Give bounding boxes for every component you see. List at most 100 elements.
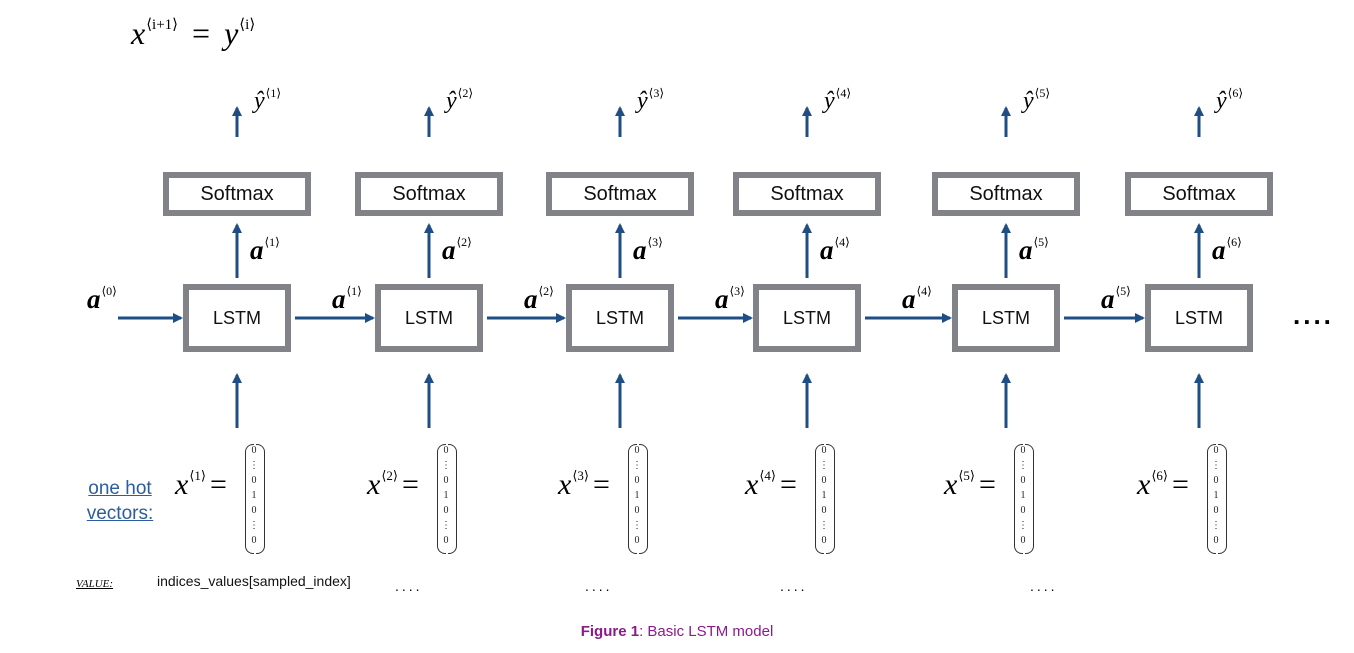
x-base: x [1137,468,1151,501]
vector-entry: ⋮ [632,460,642,471]
yhat-sup: ⟨3⟩ [648,86,665,100]
x-base: x [745,468,759,501]
eq-lhs: x [131,15,146,51]
vector-entry: 0 [251,445,257,456]
value-ellipsis: .... [780,578,808,594]
softmax-box: Softmax [163,172,311,216]
x-sup: ⟨2⟩ [381,468,398,483]
vector-entry: 1 [634,490,640,501]
eq-rhs-sup: ⟨i⟩ [239,17,256,33]
vector-entry: ⋮ [819,460,829,471]
x-sup: ⟨3⟩ [572,468,589,483]
vector-entry: 0 [821,475,827,486]
vector-entry: ⋮ [1211,460,1221,471]
yhat-base: ŷ [637,88,648,114]
x-base: x [175,468,189,501]
x-equals: = [779,468,797,501]
lstm-box: LSTM [375,284,483,352]
yhat-sup: ⟨4⟩ [835,86,852,100]
vector-left-paren [628,444,637,554]
one-hot-label-line1: one hot [88,478,152,499]
lstm-box: LSTM [952,284,1060,352]
softmax-box: Softmax [355,172,503,216]
vector-left-paren [1207,444,1216,554]
vector-entry: 0 [443,535,449,546]
value-ellipsis: .... [585,578,613,594]
vector-left-paren [1014,444,1023,554]
x-equals: = [978,468,996,501]
a-up-sup: ⟨5⟩ [1033,235,1049,249]
vector-entry: ⋮ [1018,520,1028,531]
vector-left-paren [245,444,254,554]
x-sup: ⟨5⟩ [958,468,975,483]
vector-entry: ⋮ [632,520,642,531]
a-in-base: a [524,284,538,314]
a-up-sup: ⟨1⟩ [264,235,280,249]
yhat-label: ŷ⟨1⟩ [254,86,281,115]
value-ellipsis: .... [1030,578,1058,594]
x-equals: = [401,468,419,501]
vector-entry: ⋮ [819,520,829,531]
vector-entry: ⋮ [249,520,259,531]
x-equals: = [592,468,610,501]
value-label: VALUE: [76,578,114,590]
vector-entry: 1 [443,490,449,501]
a-in-label: a⟨0⟩ [87,284,117,315]
a-in-label: a⟨1⟩ [332,284,362,315]
caption-prefix: Figure 1 [580,623,640,640]
a-in-sup: ⟨0⟩ [101,284,117,298]
lstm-box: LSTM [753,284,861,352]
yhat-sup: ⟨5⟩ [1034,86,1051,100]
value-first: indices_values[sampled_index] [157,573,351,589]
a-in-base: a [715,284,729,314]
a-up-label: a⟨5⟩ [1019,235,1049,266]
vector-entry: 0 [1020,445,1026,456]
vector-entry: ⋮ [441,520,451,531]
softmax-box: Softmax [733,172,881,216]
vector-entry: 0 [634,505,640,516]
vector-entry: 1 [1020,490,1026,501]
vector-entry: 0 [634,475,640,486]
x-base: x [944,468,958,501]
x-equals: = [1171,468,1189,501]
a-up-base: a [1019,235,1033,265]
caption-text: : Basic LSTM model [639,623,774,640]
vector-entry: 0 [1213,505,1219,516]
vector-entry: 0 [251,475,257,486]
vector-entry: 0 [443,475,449,486]
vector-entry: ⋮ [441,460,451,471]
yhat-base: ŷ [1023,88,1034,114]
a-up-base: a [633,235,647,265]
vector-entry: ⋮ [1211,520,1221,531]
one-hot-vectors-link[interactable]: one hot vectors: [70,476,170,526]
yhat-sup: ⟨2⟩ [457,86,474,100]
vector-left-paren [815,444,824,554]
eq-equals: = [192,15,211,51]
a-in-sup: ⟨4⟩ [916,284,932,298]
vector-entry: 0 [1020,475,1026,486]
x-equation: x⟨1⟩= [175,468,227,502]
softmax-box: Softmax [1125,172,1273,216]
vector-entry: 0 [1213,475,1219,486]
a-in-label: a⟨5⟩ [1101,284,1131,315]
a-up-sup: ⟨6⟩ [1226,235,1242,249]
continuation-dots: .... [1293,300,1334,330]
x-sup: ⟨4⟩ [759,468,776,483]
eq-lhs-sup: ⟨i+1⟩ [146,17,179,33]
softmax-box: Softmax [546,172,694,216]
yhat-label: ŷ⟨4⟩ [824,86,852,115]
vector-entry: 0 [634,445,640,456]
a-up-label: a⟨3⟩ [633,235,663,266]
x-sup: ⟨6⟩ [1151,468,1168,483]
a-in-base: a [1101,284,1115,314]
a-in-base: a [87,284,101,314]
a-in-base: a [902,284,916,314]
value-ellipsis: .... [395,578,423,594]
a-in-sup: ⟨2⟩ [538,284,554,298]
softmax-box: Softmax [932,172,1080,216]
eq-rhs: y [224,15,239,51]
vector-entry: 0 [251,505,257,516]
x-equation: x⟨6⟩= [1137,468,1189,502]
x-base: x [367,468,381,501]
